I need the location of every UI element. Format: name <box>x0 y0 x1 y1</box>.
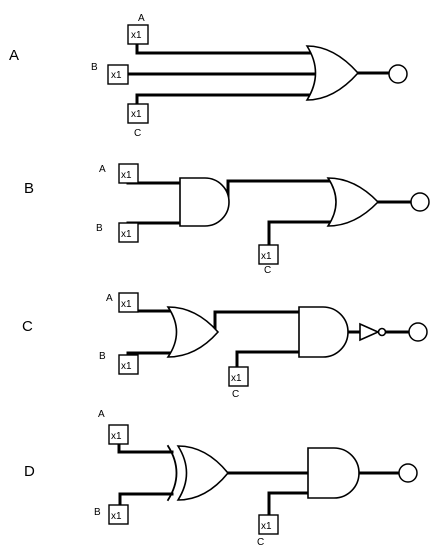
not-gate <box>359 322 380 342</box>
wire <box>135 93 316 106</box>
input-label-a: A <box>138 13 145 24</box>
option-label: D <box>24 463 35 480</box>
input-switch-b[interactable] <box>118 354 139 375</box>
option-label: A <box>9 47 19 64</box>
circuit-a: A x1 A x1 B x1 C <box>9 13 408 139</box>
input-label-b: B <box>99 351 106 362</box>
or-gate <box>305 45 360 101</box>
input-switch-c[interactable] <box>258 514 279 535</box>
and-gate <box>298 306 349 358</box>
xor-gate <box>176 445 230 501</box>
switch-label: x1 <box>121 170 132 181</box>
output-lamp <box>398 463 418 483</box>
switch-label: x1 <box>231 373 242 384</box>
option-label: C <box>22 318 33 335</box>
inversion-bubble <box>377 327 387 337</box>
xor-input-arc <box>166 444 178 502</box>
input-label-c: C <box>134 128 141 139</box>
input-label-a: A <box>106 293 113 304</box>
output-lamp <box>408 322 428 342</box>
wire <box>226 179 333 203</box>
switch-label: x1 <box>121 299 132 310</box>
option-label: B <box>24 180 34 197</box>
wire <box>213 310 301 334</box>
input-switch-c[interactable] <box>127 103 149 124</box>
input-switch-a[interactable] <box>108 424 129 445</box>
switch-label: x1 <box>261 251 272 262</box>
output-lamp <box>410 192 430 212</box>
circuit-d: D x1 A x1 B x1 C <box>24 409 418 548</box>
input-switch-b[interactable] <box>107 64 129 85</box>
input-label-c: C <box>257 537 264 548</box>
input-label-a: A <box>99 164 106 175</box>
wire <box>267 220 334 247</box>
and-gate <box>307 447 360 499</box>
wire <box>135 42 316 55</box>
wire <box>118 492 174 507</box>
or-gate <box>326 177 380 227</box>
circuit-b: B x1 A x1 B x1 C <box>24 163 430 276</box>
output-lamp <box>388 64 408 84</box>
input-label-a: A <box>98 409 105 420</box>
input-label-c: C <box>264 265 271 276</box>
input-switch-b[interactable] <box>118 222 139 243</box>
switch-label: x1 <box>261 521 272 532</box>
wire <box>235 350 301 369</box>
input-label-b: B <box>91 62 98 73</box>
input-label-c: C <box>232 389 239 400</box>
wire <box>117 441 174 454</box>
input-switch-a[interactable] <box>118 163 139 184</box>
input-switch-b[interactable] <box>108 504 129 525</box>
circuit-c: C x1 A x1 B x1 C <box>22 292 428 400</box>
switch-label: x1 <box>121 361 132 372</box>
switch-label: x1 <box>111 511 122 522</box>
switch-label: x1 <box>121 229 132 240</box>
switch-label: x1 <box>131 109 142 120</box>
input-label-b: B <box>94 507 101 518</box>
input-switch-c[interactable] <box>258 244 279 265</box>
input-label-b: B <box>96 223 103 234</box>
input-switch-c[interactable] <box>228 366 249 387</box>
switch-label: x1 <box>131 30 142 41</box>
wire <box>267 491 310 517</box>
input-switch-a[interactable] <box>118 292 139 313</box>
and-gate <box>179 177 230 227</box>
switch-label: x1 <box>111 431 122 442</box>
input-switch-a[interactable] <box>127 24 149 45</box>
or-gate <box>166 306 220 358</box>
switch-label: x1 <box>111 70 122 81</box>
